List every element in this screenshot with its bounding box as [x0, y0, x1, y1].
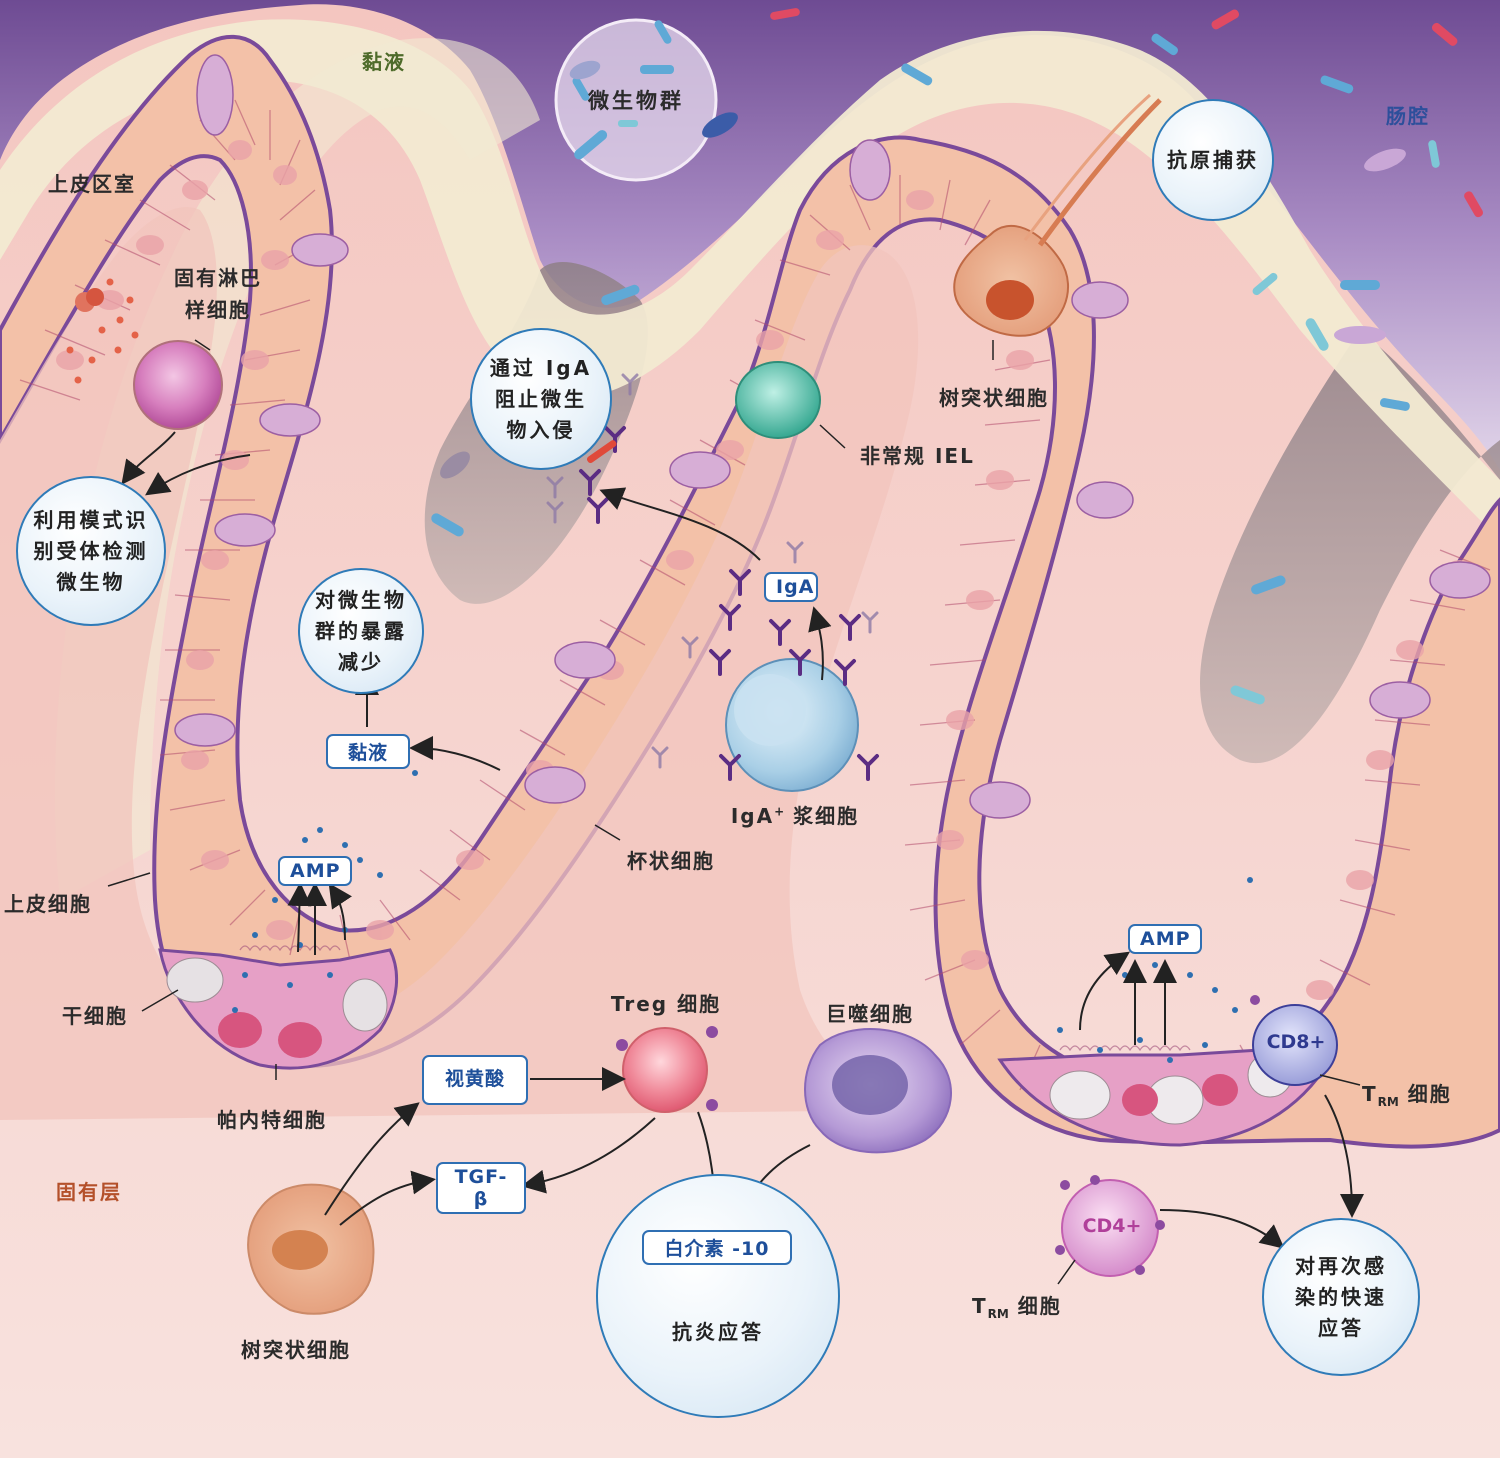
label-macrophage: 巨噬细胞 — [826, 1002, 914, 1026]
trm-right-sub: RM — [1377, 1095, 1399, 1109]
intestinal-lumen — [0, 0, 1500, 470]
bubble-prr-line1: 利用模式识 — [33, 507, 149, 532]
villus-core-left — [0, 206, 930, 1121]
label-lumen: 肠腔 — [1386, 104, 1430, 128]
bubble-rapid-response-line3: 应答 — [1318, 1315, 1364, 1340]
luminal-bacteria — [431, 8, 1483, 705]
bubble-reduced-exposure-line2: 群的暴露 — [315, 618, 407, 643]
label-ilc-line1: 固有淋巴 — [174, 266, 262, 290]
label-unconventional-iel: 非常规 IEL — [860, 444, 975, 468]
iga-plasma-sup: + — [774, 804, 785, 819]
tag-amp-right: AMP — [1128, 924, 1202, 954]
bubble-anti-inflammatory: 抗炎应答 — [596, 1174, 840, 1418]
cd8-trm-cell — [1252, 1004, 1338, 1086]
iga-antibodies — [579, 426, 879, 781]
bubble-prr-line3: 微生物 — [56, 569, 126, 594]
bubble-iga-block: 通过 IgA 阻止微生 物入侵 — [470, 328, 612, 470]
bubble-iga-block-line1: 通过 IgA — [489, 355, 593, 380]
label-paneth-cell: 帕内特细胞 — [217, 1108, 327, 1132]
bubble-antigen-capture: 抗原捕获 — [1152, 99, 1274, 221]
process-arrows — [121, 431, 1364, 1336]
label-goblet-cell: 杯状细胞 — [627, 849, 715, 873]
label-iga-plasma-cell: IgA+ 浆细胞 — [731, 800, 859, 829]
cd8-label: CD8+ — [1266, 1031, 1326, 1053]
trm-left-sub: RM — [987, 1307, 1009, 1321]
label-ilc-line2: 样细胞 — [185, 298, 251, 322]
cytokine-dots-ilc — [66, 278, 139, 384]
label-treg-cell: Treg 细胞 — [610, 992, 722, 1016]
bubble-microbiota: 微生物群 — [556, 20, 716, 180]
macrophage-nucleus — [832, 1055, 908, 1115]
dendritic-cell-top-body — [953, 93, 1162, 337]
leader-lines — [107, 339, 1361, 1285]
receptor-decorations — [616, 995, 1260, 1275]
label-trm-cell-left: TRM 细胞 — [972, 1290, 1062, 1321]
tag-amp-left: AMP — [278, 856, 352, 886]
tag-mucus: 黏液 — [326, 734, 410, 769]
bubble-iga-block-line2: 阻止微生 — [494, 386, 587, 411]
bubble-anti-inflammatory-text: 抗炎应答 — [672, 1320, 764, 1344]
bubble-prr-line2: 别受体检测 — [33, 538, 149, 563]
label-stem-cell: 干细胞 — [62, 1004, 128, 1028]
iga-plasma-prefix: IgA — [730, 804, 775, 828]
bubble-rapid-response-line2: 染的快速 — [1295, 1284, 1387, 1309]
bubble-prr: 利用模式识 别受体检测 微生物 — [16, 476, 166, 626]
label-dendritic-cell-top: 树突状细胞 — [939, 386, 1049, 410]
iga-plasma-suffix: 浆细胞 — [784, 804, 860, 828]
trm-right-suffix: 细胞 — [1398, 1082, 1452, 1106]
bubble-rapid-response-line1: 对再次感 — [1295, 1253, 1387, 1278]
label-mucus-top: 黏液 — [362, 50, 406, 74]
bubble-rapid-response: 对再次感 染的快速 应答 — [1262, 1218, 1420, 1376]
bubble-iga-block-line3: 物入侵 — [506, 417, 576, 442]
goblet-cells — [174, 54, 1491, 819]
mucus-layer — [0, 19, 1500, 541]
bubble-microbiota-text: 微生物群 — [588, 89, 684, 113]
label-dendritic-cell-bottom: 树突状细胞 — [241, 1338, 351, 1362]
trm-left-suffix: 细胞 — [1008, 1294, 1062, 1318]
bubble-reduced-exposure-line1: 对微生物 — [315, 587, 407, 612]
tag-tgf-beta: TGF-β — [436, 1162, 526, 1214]
iga-antibodies-faint — [546, 373, 879, 769]
bubble-reduced-exposure-line3: 减少 — [338, 649, 384, 674]
label-lamina-propria: 固有层 — [56, 1180, 122, 1204]
trm-left-T: T — [972, 1294, 988, 1318]
label-epithelial-cell: 上皮细胞 — [4, 892, 92, 916]
cd4-label: CD4+ — [1082, 1215, 1142, 1237]
epithelial-nuclei — [56, 140, 1474, 1105]
tag-iga: IgA — [764, 572, 818, 602]
tag-retinoic-acid: 视黄酸 — [422, 1055, 528, 1105]
trm-right-T: T — [1362, 1082, 1378, 1106]
unconventional-iel-cell — [735, 361, 821, 439]
label-trm-cell-right: TRM 细胞 — [1362, 1078, 1452, 1109]
brush-border — [239, 945, 1191, 1052]
label-epithelial-compartment: 上皮区室 — [48, 172, 136, 196]
bubble-reduced-exposure: 对微生物 群的暴露 减少 — [298, 568, 424, 694]
microbiota-inset-bacteria — [569, 20, 738, 160]
dendritic-cell-bottom-nucleus — [272, 1230, 328, 1270]
amp-dots — [232, 770, 1253, 1063]
ilc-cell — [133, 340, 223, 430]
iga-plasma-cell-nucleus — [734, 674, 806, 746]
tag-il10: 白介素 -10 — [642, 1230, 792, 1265]
treg-cell — [622, 1027, 708, 1113]
bubble-antigen-capture-text: 抗原捕获 — [1167, 147, 1259, 172]
bound-bacterium — [586, 440, 617, 464]
crypt-base-cells — [158, 948, 1333, 1147]
